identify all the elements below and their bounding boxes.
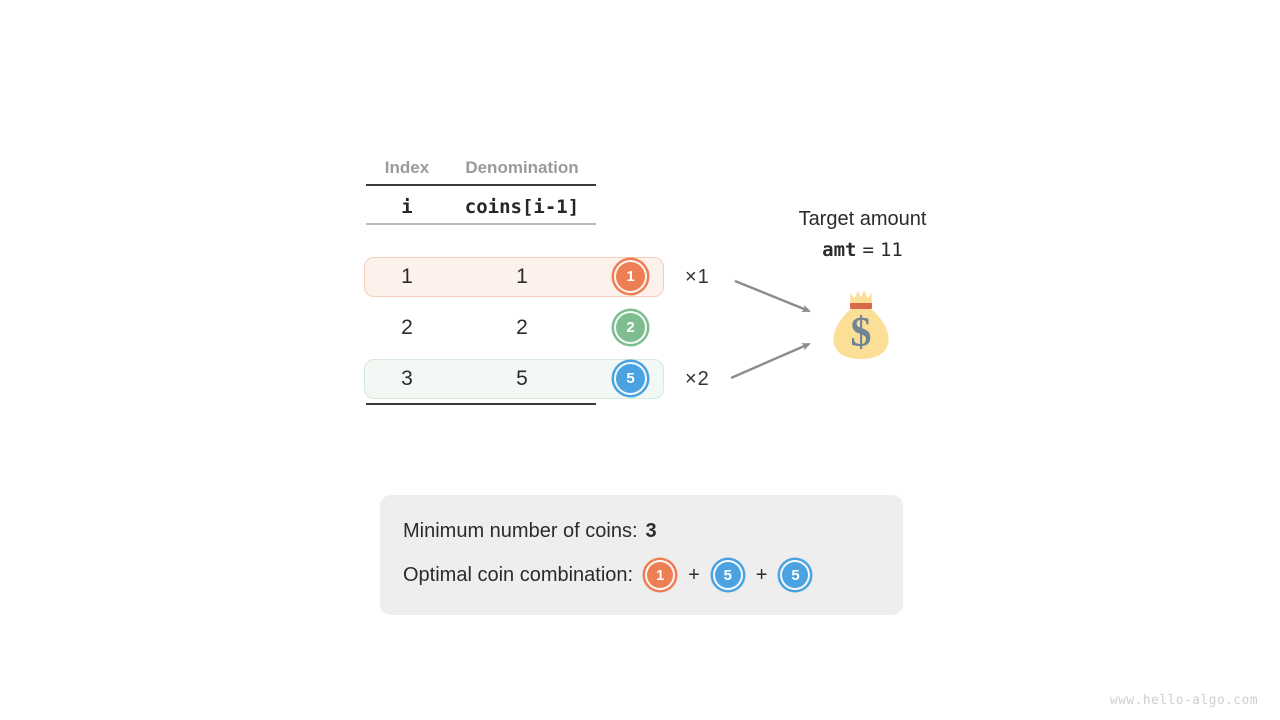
header-rule-bottom — [366, 223, 596, 225]
result-coin-label: 5 — [791, 566, 800, 584]
arrow-to-bag-bottom — [730, 342, 811, 380]
table-row[interactable]: 3 5 — [366, 359, 596, 399]
result-coin-3[interactable]: 5 — [780, 560, 811, 590]
multiplier-row-1: ×1 — [685, 266, 710, 288]
target-value: 11 — [879, 239, 903, 261]
cell-index: 2 — [401, 316, 413, 339]
coin-token-1[interactable]: 1 — [614, 260, 647, 293]
target-var-name: amt — [822, 239, 857, 261]
table-row[interactable]: 1 1 — [366, 257, 596, 297]
result-combination-line: Optimal coin combination: 1 + 5 + 5 — [403, 560, 811, 590]
result-combination-label: Optimal coin combination: — [403, 563, 634, 586]
result-coin-2[interactable]: 5 — [712, 560, 743, 590]
result-coin-label: 1 — [655, 566, 665, 584]
result-min-coins-line: Minimum number of coins: 3 — [403, 520, 657, 543]
cell-index: 1 — [401, 265, 413, 288]
money-bag-icon: $ — [833, 290, 889, 359]
cell-denomination: 5 — [516, 367, 528, 390]
plus-sign: + — [688, 563, 700, 586]
cell-denomination: 2 — [516, 316, 528, 339]
cell-index: 3 — [401, 367, 413, 390]
coin-denomination-table: Index Denomination i coins[i-1] — [366, 158, 596, 225]
table-header-row: Index Denomination — [366, 158, 596, 178]
table-variable-row: i coins[i-1] — [366, 196, 596, 218]
svg-text:$: $ — [851, 310, 872, 356]
target-amount-block: Target amount amt=11 — [760, 208, 965, 261]
coin-token-label: 2 — [626, 319, 635, 336]
arrows-group — [730, 279, 811, 380]
target-amount-expression: amt=11 — [760, 239, 965, 261]
result-combination-coins: 1 + 5 + 5 — [645, 560, 811, 590]
coin-token-2[interactable]: 2 — [614, 311, 647, 344]
arrow-to-bag-top — [734, 279, 811, 313]
result-min-coins-label: Minimum number of coins: — [403, 520, 638, 542]
target-operator: = — [862, 239, 874, 261]
result-min-coins-value: 3 — [645, 520, 657, 542]
result-coin-1[interactable]: 1 — [645, 560, 676, 590]
watermark: www.hello-algo.com — [1109, 693, 1258, 708]
column-header-index: Index — [384, 158, 430, 177]
header-rule-top — [366, 184, 596, 186]
coin-token-5[interactable]: 5 — [614, 362, 647, 395]
plus-sign: + — [755, 563, 768, 586]
coin-token-label: 1 — [626, 268, 635, 285]
multiplier-row-3: ×2 — [685, 368, 710, 390]
coin-token-label: 5 — [626, 370, 635, 387]
variable-name-index: i — [401, 196, 413, 218]
result-coin-label: 5 — [723, 566, 732, 584]
variable-name-denomination: coins[i-1] — [464, 196, 580, 218]
result-panel: Minimum number of coins: 3 Optimal coin … — [380, 495, 903, 615]
table-rule-bottom — [366, 403, 596, 405]
target-amount-label: Target amount — [798, 208, 927, 230]
column-header-denomination: Denomination — [465, 158, 579, 177]
cell-denomination: 1 — [516, 265, 528, 288]
table-row[interactable]: 2 2 — [366, 308, 596, 348]
